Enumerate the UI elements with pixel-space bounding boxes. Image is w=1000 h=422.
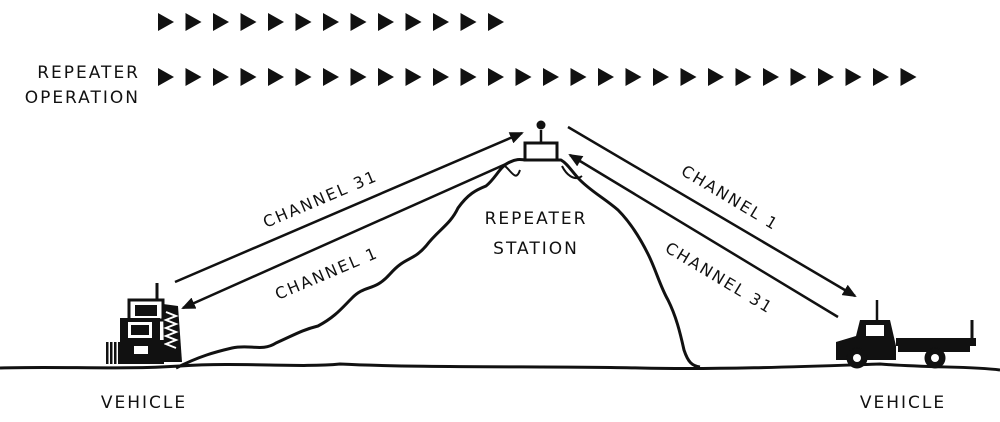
- station-label-line2: STATION: [493, 239, 579, 259]
- link-right-lower-label: CHANNEL 31: [662, 238, 777, 317]
- signal-direction-arrow: [350, 13, 367, 31]
- signal-direction-arrow: [818, 68, 834, 86]
- signal-direction-arrow: [213, 68, 229, 86]
- signal-direction-arrow: [735, 68, 752, 86]
- signal-direction-arrow: [213, 13, 229, 31]
- mountain-outline: [175, 158, 701, 370]
- signal-direction-arrow: [405, 68, 422, 86]
- signal-direction-arrow: [460, 68, 477, 86]
- signal-direction-arrow: [185, 13, 202, 31]
- signal-direction-arrow: [515, 68, 532, 86]
- mountain-ridge-detail-right: [561, 165, 583, 180]
- signal-direction-arrow: [625, 68, 642, 86]
- signal-direction-arrow: [268, 13, 284, 31]
- link-right-lower-arrow: [568, 153, 839, 319]
- signal-direction-arrow: [790, 68, 807, 86]
- signal-direction-arrow: [295, 13, 312, 31]
- mountain-ridge-detail: [504, 165, 521, 177]
- link-left-lower-label: CHANNEL 1: [272, 243, 381, 304]
- signal-direction-arrow: [488, 68, 504, 86]
- signal-direction-arrow: [158, 13, 174, 31]
- truck-icon: [836, 300, 976, 369]
- signal-direction-arrow: [350, 68, 367, 86]
- link-left-upper-label: CHANNEL 31: [260, 166, 380, 231]
- vehicle-left-label: VEHICLE: [101, 393, 187, 413]
- ground-line: [0, 362, 1000, 372]
- header-label-line2: OPERATION: [25, 88, 140, 108]
- signal-direction-arrow: [433, 13, 449, 31]
- signal-direction-arrow: [460, 13, 477, 31]
- signal-direction-arrow: [488, 13, 504, 31]
- signal-direction-arrow: [240, 68, 257, 86]
- signal-direction-arrow: [158, 68, 174, 86]
- link-left-upper-arrow: [174, 131, 524, 284]
- link-right-upper-arrow: [567, 125, 857, 298]
- signal-direction-arrow: [598, 68, 614, 86]
- signal-direction-arrow: [845, 68, 862, 86]
- link-left-lower-arrow: [181, 158, 516, 310]
- signal-direction-arrow: [185, 68, 202, 86]
- signal-direction-arrow: [708, 68, 724, 86]
- signal-direction-arrow: [653, 68, 669, 86]
- signal-direction-arrow: [323, 68, 339, 86]
- signal-direction-arrow: [900, 68, 917, 86]
- signal-direction-arrow: [405, 13, 422, 31]
- station-label-line1: REPEATER: [485, 209, 588, 229]
- signal-direction-arrow: [295, 68, 312, 86]
- signal-direction-arrow: [543, 68, 559, 86]
- signal-direction-arrow: [378, 68, 394, 86]
- signal-direction-arrow: [240, 13, 257, 31]
- signal-direction-arrow: [570, 68, 587, 86]
- signal-direction-arrow: [433, 68, 449, 86]
- arrow-row-top: [158, 13, 504, 31]
- tractor-icon: [106, 283, 182, 364]
- signal-direction-arrow: [763, 68, 779, 86]
- signal-direction-arrow: [323, 13, 339, 31]
- vehicle-right-label: VEHICLE: [860, 393, 946, 413]
- signal-direction-arrow: [680, 68, 697, 86]
- arrow-row-bottom: [158, 68, 917, 86]
- signal-direction-arrow: [873, 68, 889, 86]
- signal-direction-arrow: [378, 13, 394, 31]
- signal-direction-arrow: [268, 68, 284, 86]
- header-label-line1: REPEATER: [37, 63, 140, 83]
- repeater-station-icon: [523, 120, 559, 162]
